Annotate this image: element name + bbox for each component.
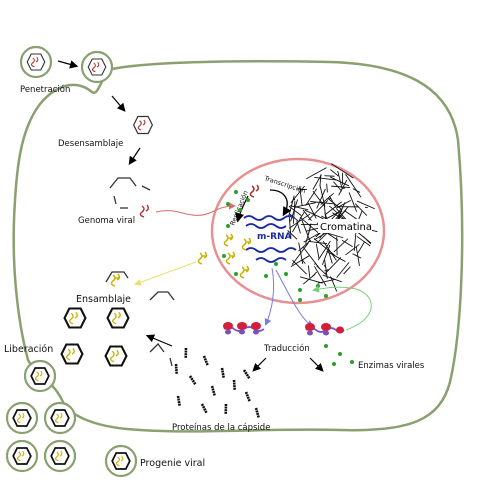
- progeny-virion: [106, 446, 136, 476]
- assembled-virion-3: [62, 345, 83, 364]
- label-cromatina: Cromatina: [320, 222, 372, 233]
- label-transcripcion: Transcripción: [262, 174, 306, 195]
- arrow-to-genome: [130, 148, 140, 163]
- label-traduccion: Traducción: [263, 343, 310, 354]
- yellow-genome-cytoplasm: [198, 252, 207, 264]
- virion-uncoating: [134, 117, 153, 134]
- label-progenie-viral: Progenie viral: [140, 458, 205, 469]
- arrow-entry: [58, 61, 76, 66]
- virion-outside: [21, 47, 51, 77]
- polyribosome-right: [305, 323, 344, 336]
- arrow-to-capsid-proteins: [254, 358, 266, 370]
- released-virion-3: [7, 441, 37, 471]
- assembled-virion-4: [106, 347, 127, 366]
- label-genoma-viral: Genoma viral: [78, 216, 135, 226]
- label-desensamblaje: Desensamblaje: [58, 139, 123, 149]
- arrow-genome-to-nucleus: [156, 206, 234, 215]
- released-virion-1: [7, 403, 37, 433]
- arrow-genome-to-assembly: [136, 262, 196, 284]
- viral-genome-released: [140, 205, 148, 217]
- polyribosome-left: [223, 322, 264, 335]
- label-penetracion: Penetración: [20, 84, 70, 95]
- label-replicacion: Replicación: [228, 189, 249, 226]
- arrow-proteins-to-assembly: [148, 336, 172, 346]
- label-mrna: m-RNA: [257, 232, 292, 242]
- label-ensamblaje: Ensamblaje: [76, 294, 131, 305]
- released-virion-2: [45, 403, 75, 433]
- capsid-fragment-mid: [150, 344, 172, 366]
- arrow-to-uncoat: [112, 96, 124, 110]
- virion-penetrating: [82, 52, 112, 82]
- capsid-fragment-assembly: [150, 292, 174, 300]
- label-proteinas-capside: Proteínas de la cápside: [172, 423, 270, 433]
- assembling-capsid: [106, 272, 128, 286]
- assembled-virion-2: [108, 309, 129, 328]
- budding-virion: [25, 361, 55, 391]
- assembled-virion-1: [65, 309, 86, 328]
- arrow-transcription: [270, 190, 287, 214]
- capsid-fragments: [110, 178, 150, 208]
- released-virion-4: [45, 441, 75, 471]
- cell-membrane: [14, 61, 462, 431]
- label-enzimas-virales: Enzimas virales: [358, 361, 425, 371]
- arrow-to-enzymes: [310, 358, 322, 370]
- capsid-protein-rods: [176, 348, 259, 418]
- label-liberacion: Liberación: [4, 344, 53, 355]
- nuclear-viral-dna: [250, 185, 258, 197]
